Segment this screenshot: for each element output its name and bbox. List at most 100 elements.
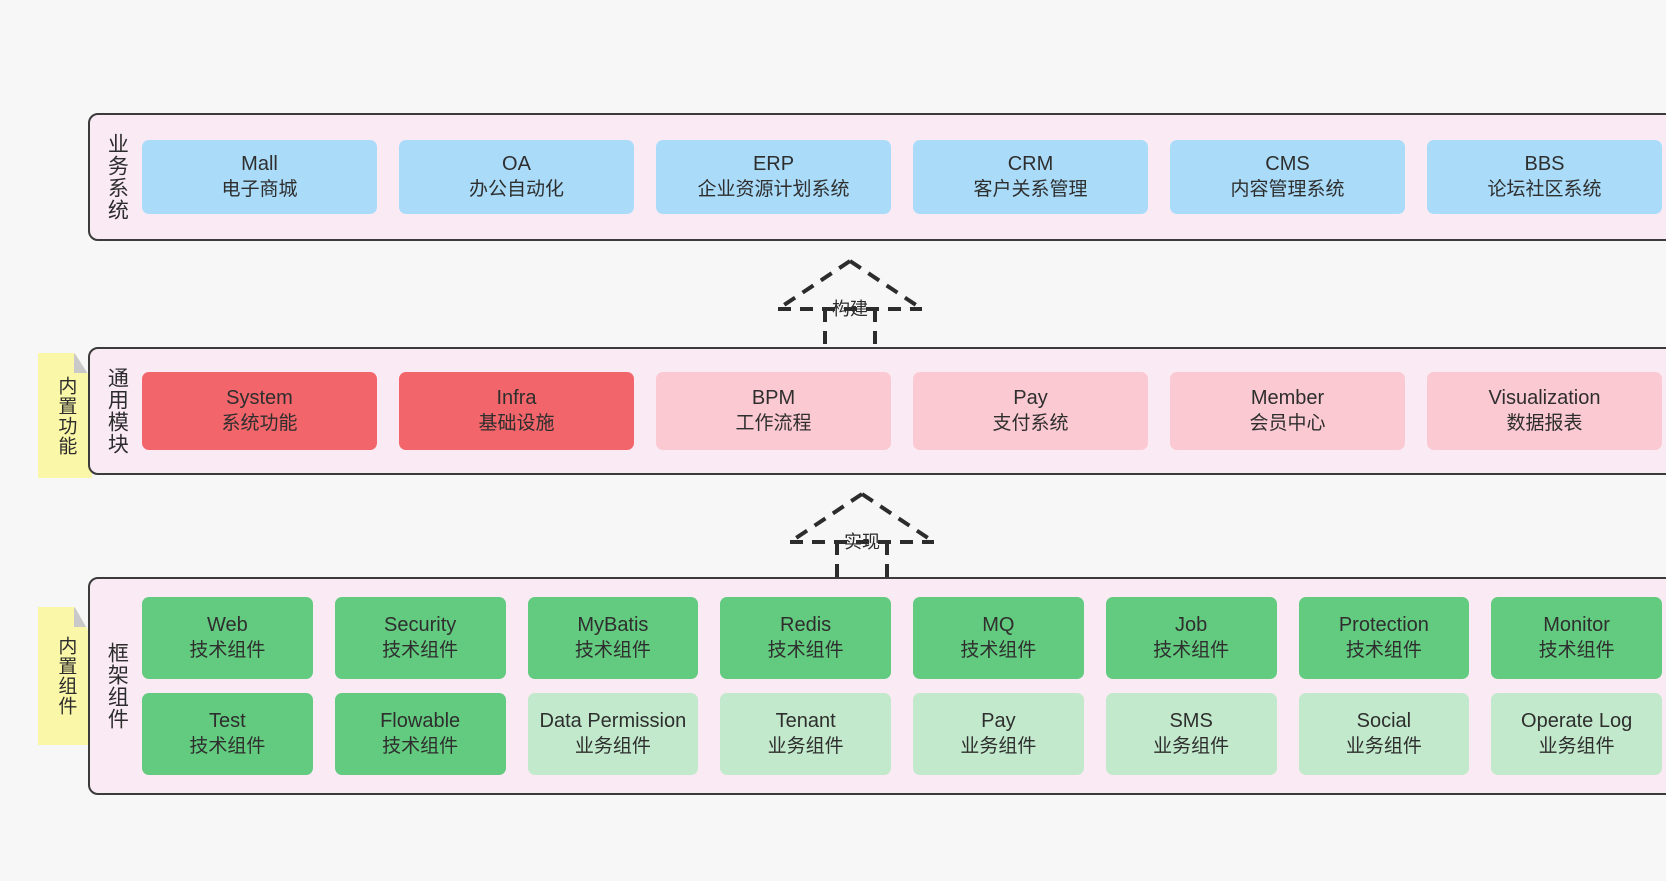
- card-system[interactable]: System 系统功能: [142, 372, 377, 450]
- layer-business-system: 业务系统 Mall 电子商城 OA 办公自动化 ERP 企业资源计划系统 CRM…: [88, 113, 1666, 241]
- card-title: Job: [1175, 614, 1208, 637]
- card-bpm[interactable]: BPM 工作流程: [656, 372, 891, 450]
- card-member[interactable]: Member 会员中心: [1170, 372, 1405, 450]
- card-title: Mall: [241, 153, 278, 176]
- card-title: Flowable: [380, 710, 461, 733]
- card-test[interactable]: Test 技术组件: [142, 693, 313, 775]
- card-subtitle: 业务组件: [960, 735, 1037, 757]
- card-operate-log[interactable]: Operate Log 业务组件: [1491, 693, 1662, 775]
- card-subtitle: 基础设施: [478, 412, 555, 434]
- card-subtitle: 工作流程: [735, 412, 812, 434]
- card-subtitle: 会员中心: [1249, 412, 1326, 434]
- note-text: 内置组件: [55, 636, 77, 716]
- card-title: Operate Log: [1521, 710, 1633, 733]
- card-job[interactable]: Job 技术组件: [1105, 597, 1277, 679]
- card-tenant[interactable]: Tenant 业务组件: [720, 693, 891, 775]
- card-erp[interactable]: ERP 企业资源计划系统: [656, 140, 891, 214]
- card-monitor[interactable]: Monitor 技术组件: [1491, 597, 1662, 679]
- card-redis[interactable]: Redis 技术组件: [720, 597, 891, 679]
- card-subtitle: 技术组件: [960, 639, 1037, 661]
- card-title: Web: [206, 614, 248, 637]
- arrow-build: 构建: [760, 257, 940, 357]
- card-subtitle: 技术组件: [382, 639, 459, 661]
- layer-body-business: Mall 电子商城 OA 办公自动化 ERP 企业资源计划系统 CRM 客户关系…: [142, 115, 1666, 239]
- card-subtitle: 技术组件: [1153, 639, 1230, 661]
- card-data-permission[interactable]: Data Permission 业务组件: [527, 693, 699, 775]
- card-subtitle: 业务组件: [574, 735, 651, 757]
- card-title: SMS: [1169, 710, 1213, 733]
- card-bbs[interactable]: BBS 论坛社区系统: [1427, 140, 1662, 214]
- layer-title-framework: 框架组件: [105, 642, 129, 730]
- arrow-build-label: 构建: [832, 299, 868, 319]
- card-title: MyBatis: [577, 614, 649, 637]
- card-subtitle: 业务组件: [767, 735, 844, 757]
- note-builtin-components: 内置组件: [38, 607, 92, 745]
- card-title: MQ: [982, 614, 1015, 637]
- card-infra[interactable]: Infra 基础设施: [399, 372, 634, 450]
- card-title: CMS: [1265, 153, 1310, 176]
- card-social[interactable]: Social 业务组件: [1298, 693, 1470, 775]
- card-subtitle: 数据报表: [1506, 412, 1583, 434]
- card-title: CRM: [1007, 153, 1054, 176]
- card-row: Mall 电子商城 OA 办公自动化 ERP 企业资源计划系统 CRM 客户关系…: [142, 140, 1662, 214]
- card-subtitle: 技术组件: [1345, 639, 1422, 661]
- card-sms[interactable]: SMS 业务组件: [1105, 693, 1277, 775]
- card-protection[interactable]: Protection 技术组件: [1298, 597, 1470, 679]
- card-subtitle: 论坛社区系统: [1487, 178, 1602, 200]
- card-title: Security: [384, 614, 457, 637]
- card-subtitle: 内容管理系统: [1230, 178, 1345, 200]
- card-subtitle: 系统功能: [221, 412, 298, 434]
- card-oa[interactable]: OA 办公自动化: [399, 140, 634, 214]
- card-title: Social: [1356, 710, 1412, 733]
- layer-title-business: 业务系统: [105, 133, 129, 221]
- card-subtitle: 客户关系管理: [973, 178, 1088, 200]
- card-visualization[interactable]: Visualization 数据报表: [1427, 372, 1662, 450]
- card-subtitle: 技术组件: [767, 639, 844, 661]
- layer-body-framework: Web 技术组件 Security 技术组件 MyBatis 技术组件 Redi…: [142, 579, 1666, 793]
- note-text: 内置功能: [55, 375, 77, 456]
- card-crm[interactable]: CRM 客户关系管理: [913, 140, 1148, 214]
- card-mybatis[interactable]: MyBatis 技术组件: [527, 597, 699, 679]
- card-subtitle: 业务组件: [1345, 735, 1422, 757]
- card-subtitle: 业务组件: [1153, 735, 1230, 757]
- card-cms[interactable]: CMS 内容管理系统: [1170, 140, 1405, 214]
- note-builtin-features: 内置功能: [38, 353, 92, 478]
- card-mq[interactable]: MQ 技术组件: [913, 597, 1084, 679]
- card-subtitle: 技术组件: [189, 639, 266, 661]
- layer-title-common: 通用模块: [105, 367, 129, 455]
- card-title: Monitor: [1543, 614, 1610, 637]
- card-title: BBS: [1524, 153, 1565, 176]
- card-title: ERP: [752, 153, 795, 176]
- card-title: Test: [209, 710, 246, 733]
- card-row: System 系统功能 Infra 基础设施 BPM 工作流程 Pay 支付系统…: [142, 372, 1662, 450]
- arrow-implement: 实现: [772, 490, 952, 590]
- card-title: Protection: [1338, 614, 1429, 637]
- card-title: Data Permission: [539, 710, 687, 733]
- card-mall[interactable]: Mall 电子商城: [142, 140, 377, 214]
- card-subtitle: 办公自动化: [468, 178, 564, 200]
- card-security[interactable]: Security 技术组件: [334, 597, 506, 679]
- card-subtitle: 技术组件: [189, 735, 266, 757]
- card-subtitle: 技术组件: [574, 639, 651, 661]
- card-title: OA: [502, 153, 531, 176]
- card-title: System: [226, 387, 293, 410]
- card-title: Redis: [780, 614, 832, 637]
- card-title: Pay: [981, 710, 1016, 733]
- card-row: Test 技术组件 Flowable 技术组件 Data Permission …: [142, 693, 1662, 775]
- card-pay-module[interactable]: Pay 支付系统: [913, 372, 1148, 450]
- layer-framework-component: 框架组件 Web 技术组件 Security 技术组件 MyBatis 技术组件…: [88, 577, 1666, 795]
- card-flowable[interactable]: Flowable 技术组件: [334, 693, 506, 775]
- card-subtitle: 技术组件: [382, 735, 459, 757]
- card-title: Visualization: [1488, 387, 1601, 410]
- card-subtitle: 电子商城: [221, 178, 298, 200]
- layer-common-module: 通用模块 System 系统功能 Infra 基础设施 BPM 工作流程 Pay…: [88, 347, 1666, 475]
- card-subtitle: 技术组件: [1538, 639, 1615, 661]
- layer-body-common: System 系统功能 Infra 基础设施 BPM 工作流程 Pay 支付系统…: [142, 349, 1666, 473]
- card-title: BPM: [751, 387, 796, 410]
- card-subtitle: 支付系统: [992, 412, 1069, 434]
- card-web[interactable]: Web 技术组件: [142, 597, 313, 679]
- card-subtitle: 业务组件: [1538, 735, 1615, 757]
- card-subtitle: 企业资源计划系统: [697, 178, 850, 200]
- card-pay-component[interactable]: Pay 业务组件: [913, 693, 1084, 775]
